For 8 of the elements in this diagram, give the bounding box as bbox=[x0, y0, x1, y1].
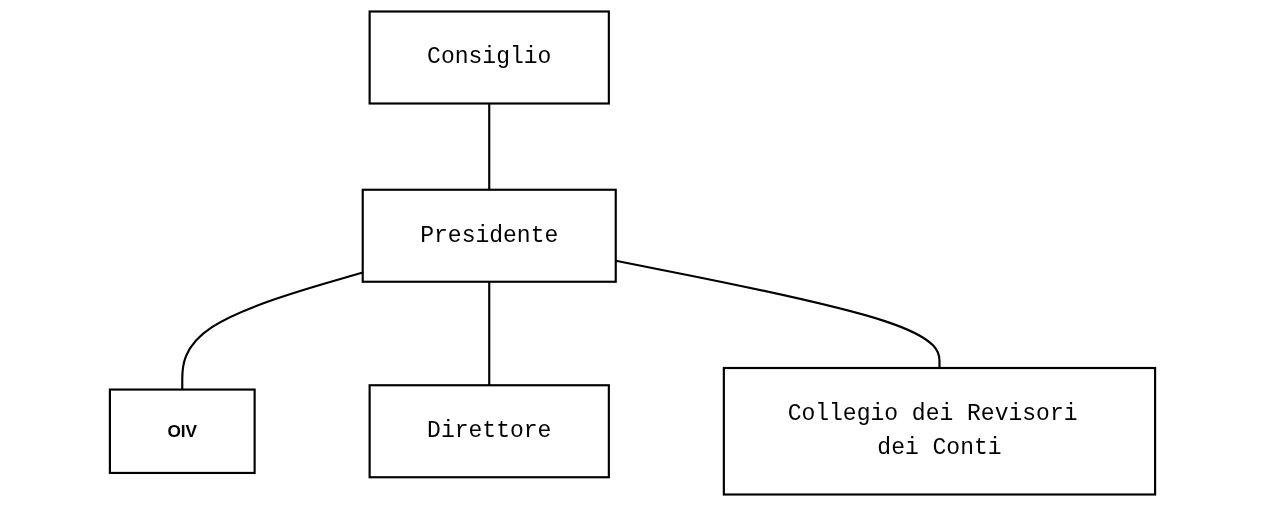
node-box: Direttore bbox=[368, 384, 610, 479]
node-box: Presidente bbox=[361, 188, 617, 283]
node-box: OIV bbox=[108, 388, 256, 474]
node-box: Consiglio bbox=[368, 10, 610, 105]
connector bbox=[488, 103, 491, 190]
connector bbox=[615, 259, 941, 368]
node-box: Collegio dei Revisori dei Conti bbox=[722, 366, 1157, 496]
connector bbox=[488, 281, 491, 386]
